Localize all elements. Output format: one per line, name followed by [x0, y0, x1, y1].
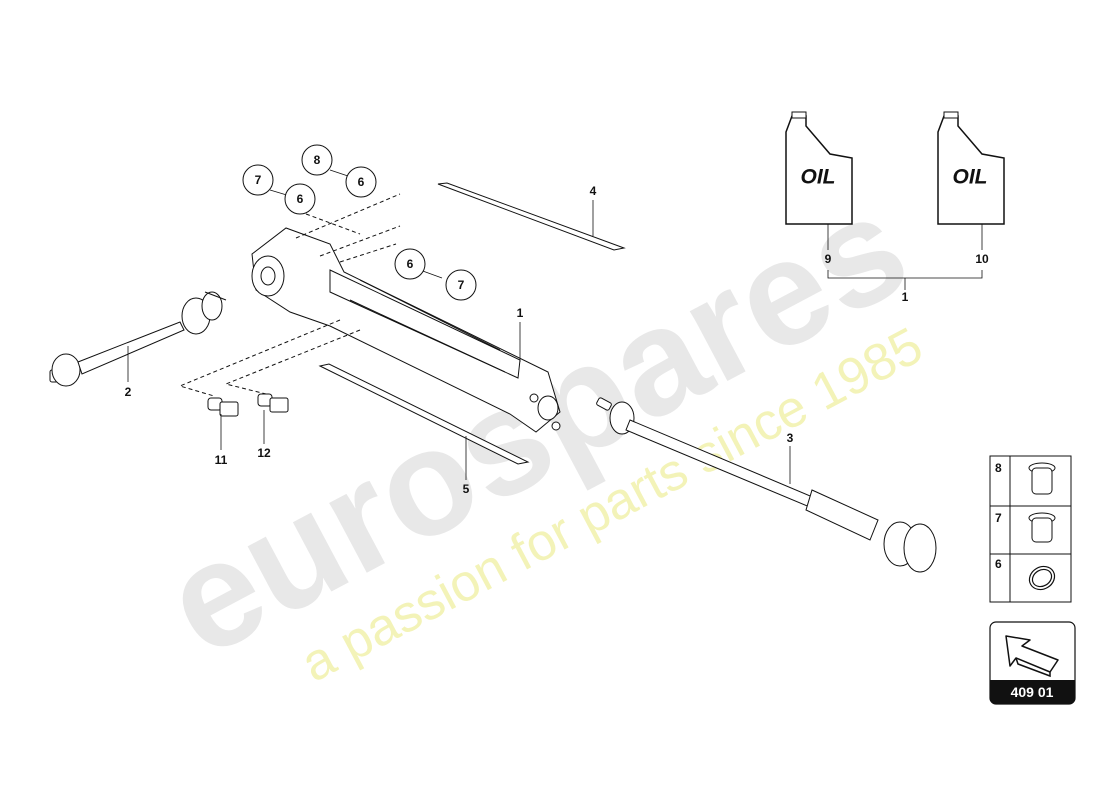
legend-row-8[interactable]: 8: [995, 461, 1056, 495]
callout-4[interactable]: 4: [590, 184, 597, 198]
leader-dashes: [178, 193, 401, 397]
svg-text:6: 6: [995, 557, 1002, 571]
prop-shaft-part-3[interactable]: [596, 397, 937, 573]
callout-7-top[interactable]: 7: [242, 164, 274, 196]
callout-1-oil-group[interactable]: 1: [902, 290, 909, 304]
callout-2[interactable]: 2: [125, 385, 132, 399]
leader-lines: [127, 169, 983, 484]
seal-ring-icon: [1028, 565, 1056, 591]
axle-housing-part-1[interactable]: [251, 227, 561, 433]
reference-box: 409 01: [989, 621, 1076, 705]
legend-row-7[interactable]: 7: [995, 511, 1056, 543]
plug-icon: [1028, 462, 1056, 495]
callout-5[interactable]: 5: [463, 482, 470, 496]
callout-6-middle[interactable]: 6: [394, 248, 426, 280]
oil-label-left: OIL: [801, 166, 836, 189]
oil-can-part-10[interactable]: OIL: [937, 111, 1005, 225]
oil-can-part-9[interactable]: OIL: [785, 111, 853, 225]
sensor-part-12[interactable]: [257, 393, 289, 413]
callout-10[interactable]: 10: [975, 252, 989, 266]
strip-part-4[interactable]: [437, 182, 626, 251]
callout-12[interactable]: 12: [257, 446, 271, 460]
callout-9[interactable]: 9: [825, 252, 832, 266]
svg-text:7: 7: [255, 173, 262, 187]
reference-code: 409 01: [1011, 684, 1054, 700]
callout-8[interactable]: 8: [301, 144, 333, 176]
svg-text:8: 8: [314, 153, 321, 167]
svg-text:6: 6: [407, 257, 414, 271]
callout-11[interactable]: 11: [215, 453, 228, 467]
svg-text:8: 8: [995, 461, 1002, 475]
sensor-part-11[interactable]: [207, 397, 239, 417]
svg-text:6: 6: [358, 175, 365, 189]
drive-shaft-part-2[interactable]: [49, 291, 227, 387]
plug-icon: [1028, 512, 1056, 543]
arrow-icon: [1005, 635, 1059, 678]
svg-text:6: 6: [297, 192, 304, 206]
oil-label-right: OIL: [953, 166, 988, 189]
svg-text:7: 7: [995, 511, 1002, 525]
strip-part-5[interactable]: [318, 363, 530, 465]
callout-3[interactable]: 3: [787, 431, 794, 445]
callout-6-top-left[interactable]: 6: [284, 183, 316, 215]
svg-text:7: 7: [458, 278, 465, 292]
callout-1[interactable]: 1: [517, 306, 524, 320]
parts-legend: 8 7 6: [989, 455, 1072, 603]
callout-6-top-right[interactable]: 6: [345, 166, 377, 198]
legend-row-6[interactable]: 6: [995, 557, 1059, 594]
callout-7-middle[interactable]: 7: [445, 269, 477, 301]
